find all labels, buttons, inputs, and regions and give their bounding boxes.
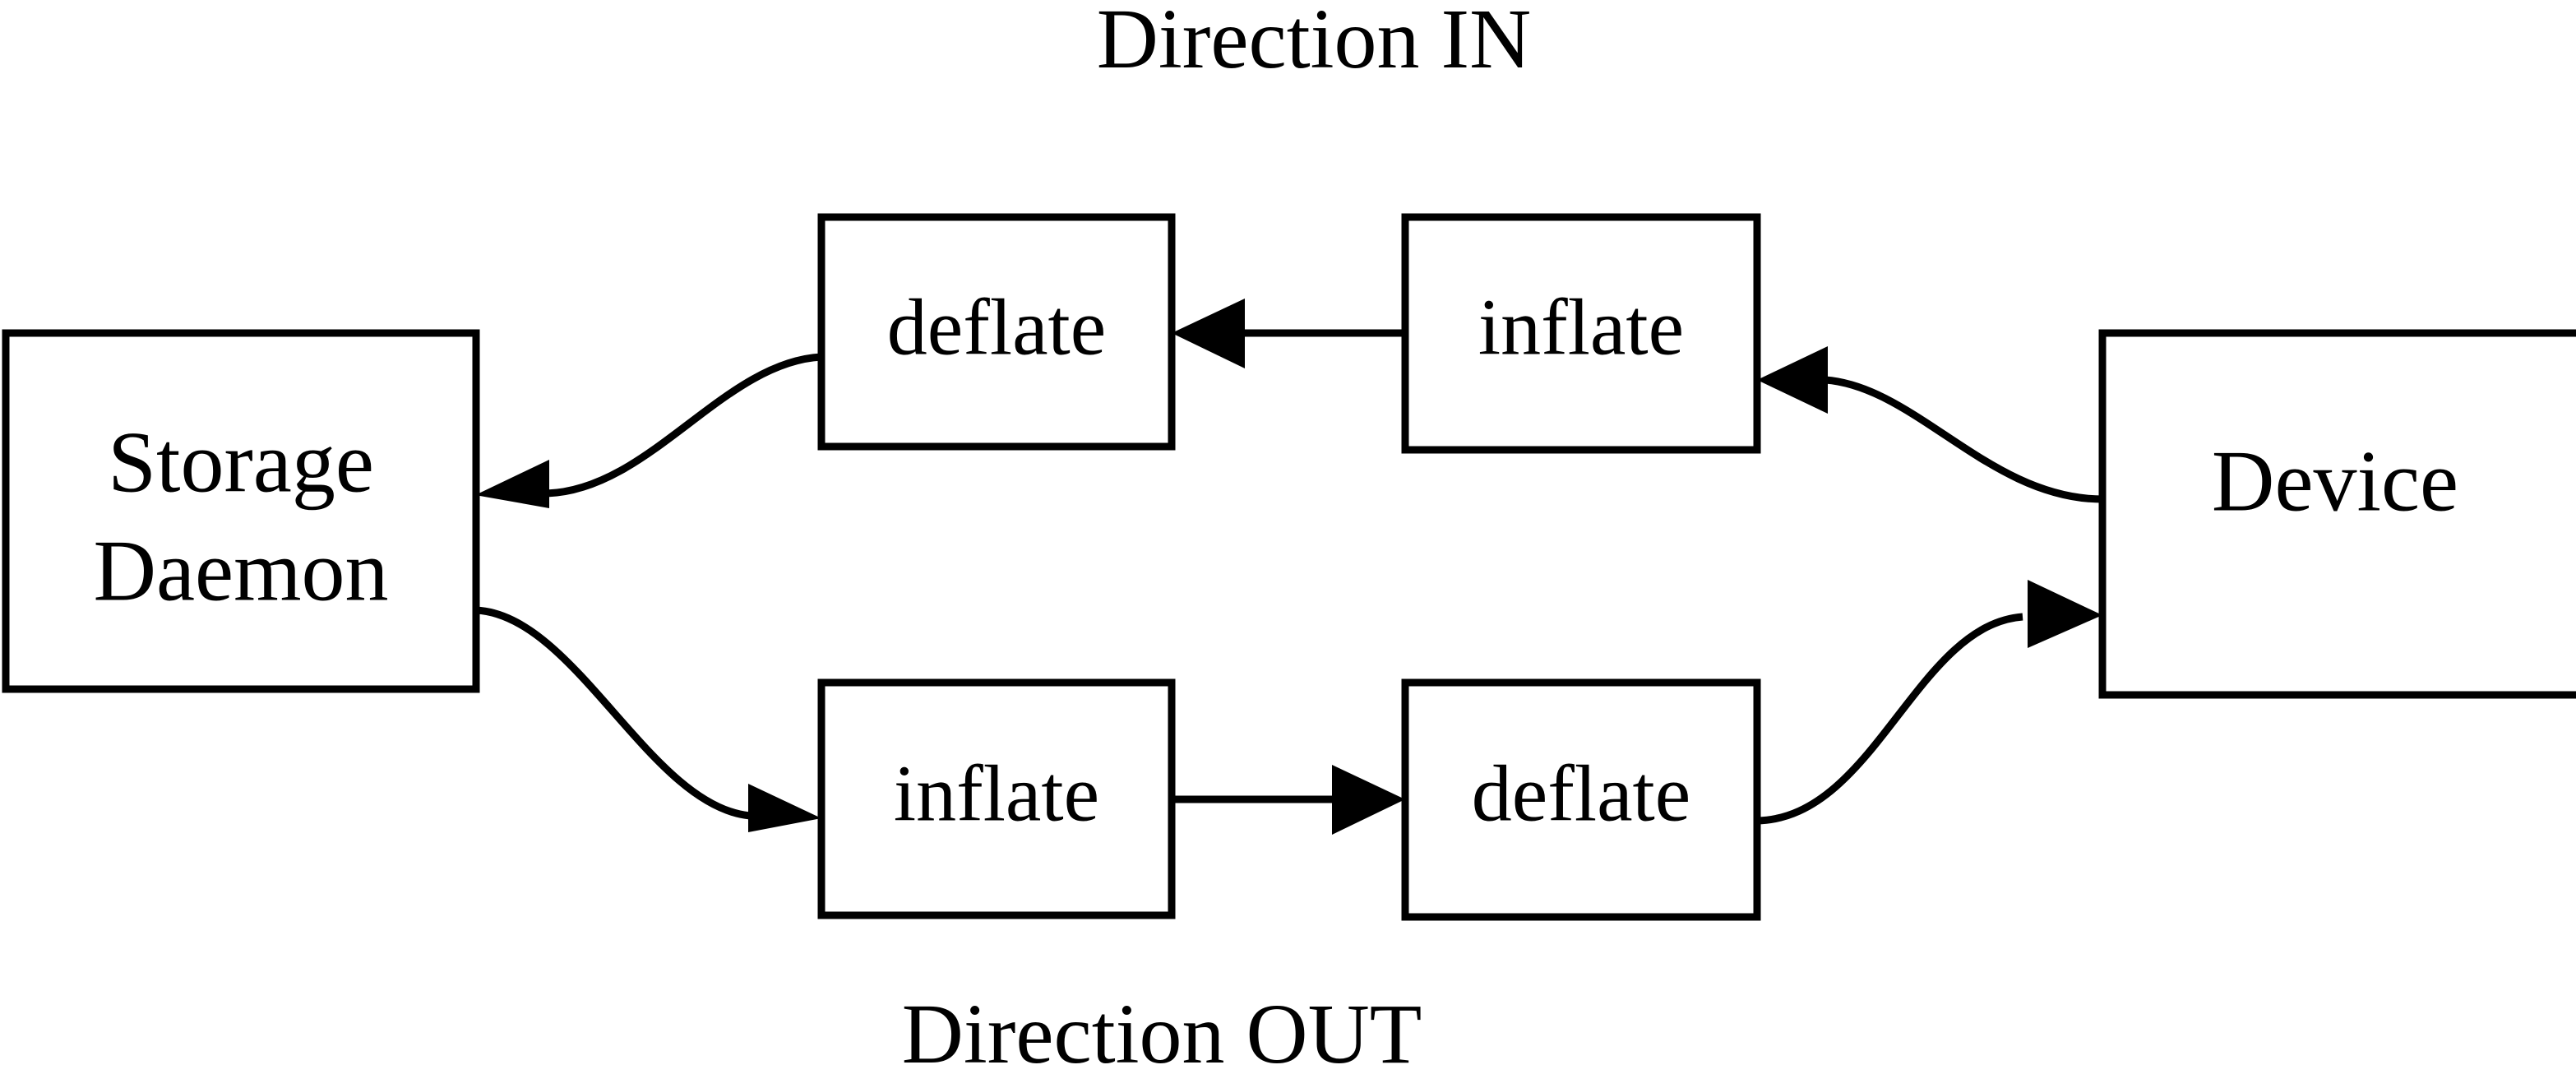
node-deflate-out[interactable]: deflate: [1401, 678, 1761, 921]
edge-deflate-in-to-storage-line: [546, 353, 822, 498]
storage-daemon-label-line1: Storage: [108, 414, 374, 510]
edge-inflate-out-to-deflate-out: [1172, 765, 1405, 835]
deflate-out-box: [1401, 678, 1761, 921]
arrowhead-left-into-inflate-in: [1757, 346, 1828, 414]
edge-device-to-inflate-in-line: [1824, 376, 2103, 503]
inflate-in-label: inflate: [1478, 283, 1684, 372]
caption-direction-out: Direction OUT: [902, 987, 1422, 1081]
edge-device-to-inflate-in: [1757, 346, 2103, 503]
deflate-out-label: deflate: [1472, 749, 1691, 838]
deflate-in-label: deflate: [887, 283, 1107, 372]
node-inflate-in[interactable]: inflate: [1401, 213, 1761, 454]
edge-storage-to-inflate-out: [475, 606, 821, 832]
node-inflate-out[interactable]: inflate: [817, 678, 1176, 919]
node-storage-daemon[interactable]: Storage Daemon: [2, 329, 480, 693]
edge-deflate-out-to-device: [1756, 580, 2102, 825]
edge-deflate-out-to-device-line: [1756, 613, 2023, 825]
storage-daemon-box: [2, 329, 480, 693]
arrowhead-right-into-inflate-out: [748, 784, 821, 832]
edge-inflate-in-to-deflate-in: [1172, 299, 1405, 368]
inflate-out-label: inflate: [894, 749, 1099, 838]
node-deflate-in[interactable]: deflate: [817, 213, 1176, 451]
deflate-in-box: [817, 213, 1176, 451]
edge-deflate-in-to-storage: [475, 353, 822, 508]
device-label: Device: [2212, 433, 2458, 529]
arrowhead-right-into-deflate-out: [1332, 765, 1405, 835]
arrowhead-left-into-storage-daemon: [475, 460, 549, 508]
edge-storage-to-inflate-out-line: [475, 606, 751, 820]
device-box: [2098, 329, 2576, 699]
arrowhead-left-into-deflate-in: [1172, 299, 1245, 368]
arrowhead-right-into-device: [2028, 580, 2102, 648]
node-device[interactable]: Device: [2098, 329, 2576, 699]
storage-daemon-label-line2: Daemon: [93, 522, 388, 618]
inflate-in-box: [1401, 213, 1761, 454]
caption-direction-in: Direction IN: [1097, 0, 1531, 86]
inflate-out-box: [817, 678, 1176, 919]
